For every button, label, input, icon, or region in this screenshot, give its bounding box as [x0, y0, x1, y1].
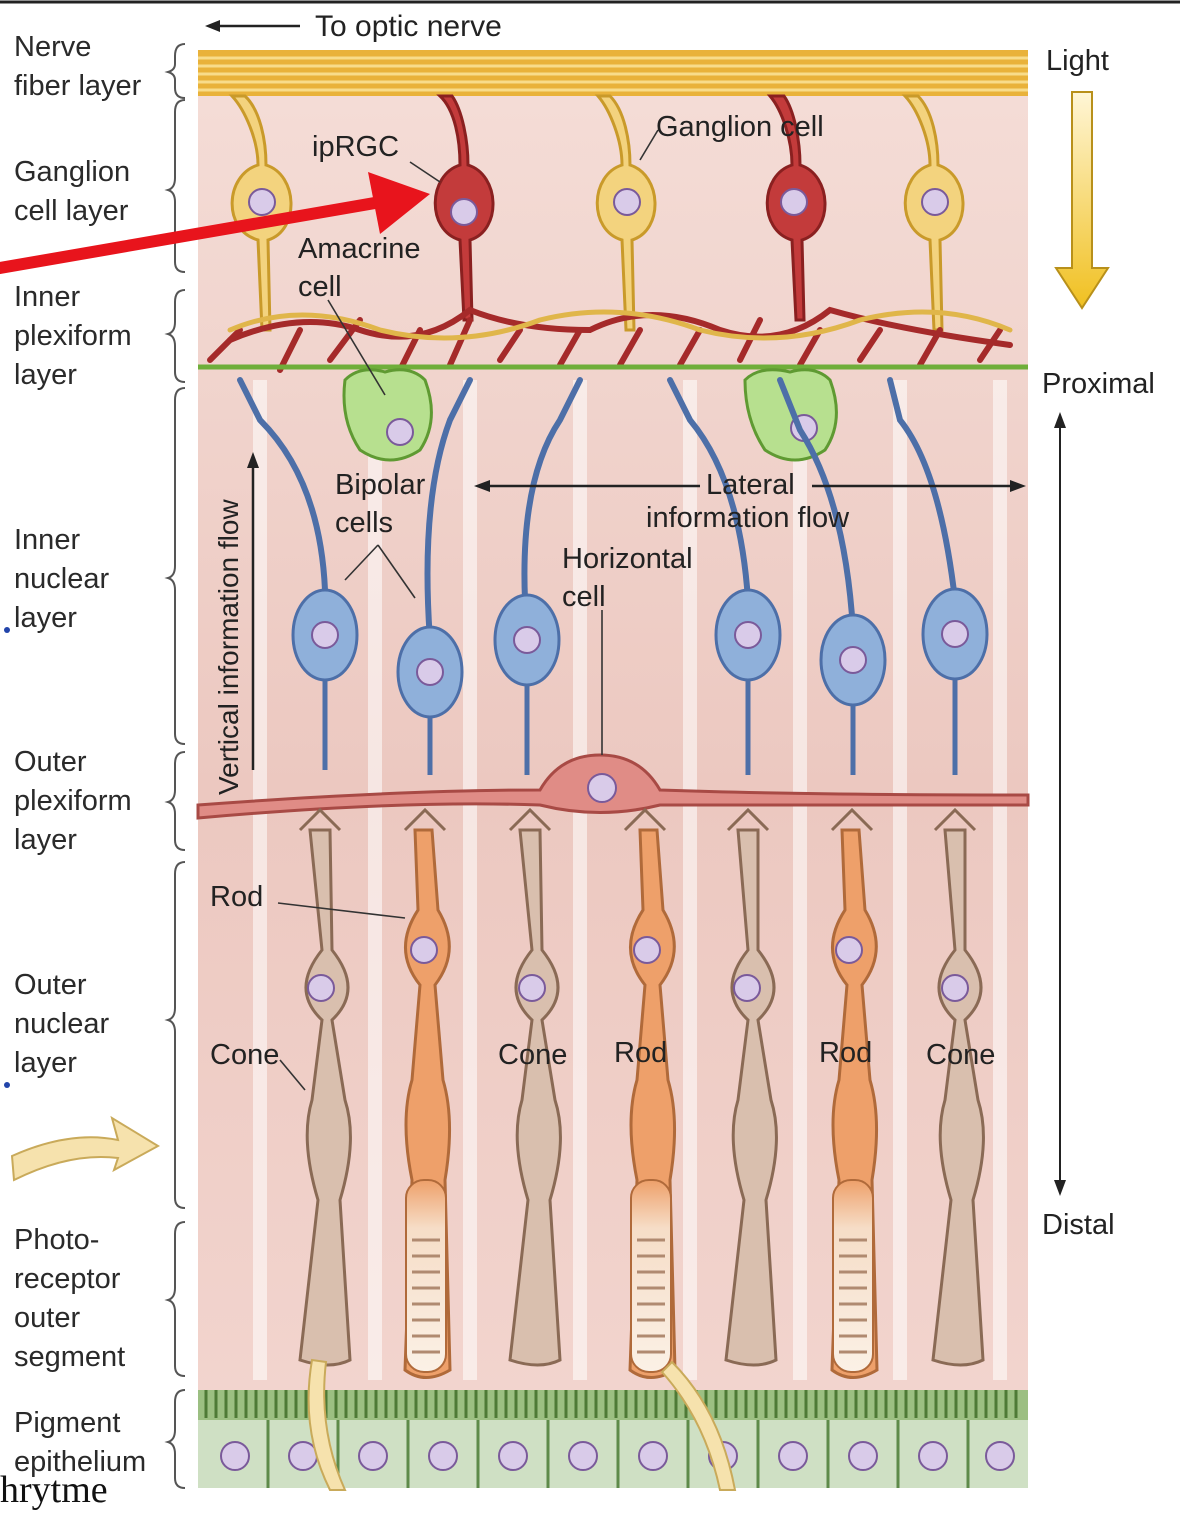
vertical-flow-arrow [247, 452, 259, 770]
pointer-arrow [0, 172, 430, 274]
proximal-distal-axis [1054, 412, 1066, 1196]
light-arrow [1054, 91, 1110, 310]
layer-brackets [164, 43, 186, 1489]
cream-curved-arrow [10, 1115, 161, 1182]
light-paths [307, 1358, 737, 1491]
cone-label: Cone [210, 1039, 279, 1071]
bipolar-label-line2: cells [335, 507, 393, 539]
lateral-label-line2: information flow [646, 502, 850, 534]
photoreceptors [298, 807, 985, 1379]
bipolar-label-line1: Bipolar [335, 469, 426, 501]
photoreceptor-labels: Cone Rod Rod Cone [498, 1037, 995, 1071]
proximal-label: Proximal [1042, 368, 1155, 400]
iprgc-label: ipRGC [312, 131, 399, 163]
vertical-flow-label: Vertical information flow [213, 499, 244, 795]
cropped-text: hrytme [0, 1469, 108, 1511]
nerve-fiber-bundle [198, 50, 1028, 96]
iprgc-cells [433, 94, 827, 322]
edge-dot [4, 627, 10, 633]
bipolar-cells [237, 377, 989, 775]
lateral-label-line1: Lateral [706, 469, 795, 501]
horizontal-label-line2: cell [562, 581, 606, 613]
pr-label-rod: Rod [614, 1037, 667, 1069]
pigment-epithelium [198, 1390, 1028, 1488]
optic-nerve-arrow [205, 20, 300, 32]
horizontal-cell [196, 753, 1030, 820]
horizontal-label-line1: Horizontal [562, 543, 693, 575]
amacrine-label-line2: cell [298, 271, 342, 303]
lateral-flow-arrow [474, 480, 1026, 492]
cell-labels: ipRGC Ganglion cell Amacrine cell Bipola… [210, 111, 850, 1071]
optic-nerve-label: To optic nerve [315, 10, 502, 43]
ganglion-cell-label: Ganglion cell [656, 111, 824, 143]
amacrine-label-line1: Amacrine [298, 233, 421, 265]
edge-dot [4, 1082, 10, 1088]
plexiform-dendrites [207, 306, 1013, 373]
ganglion-cells [228, 94, 965, 332]
amacrine-cells [198, 364, 1028, 462]
rod-label: Rod [210, 881, 263, 913]
leader-lines [277, 129, 659, 1091]
light-label: Light [1046, 45, 1109, 77]
pr-label-cone: Cone [926, 1039, 995, 1071]
distal-label: Distal [1042, 1209, 1115, 1241]
pr-label-cone: Cone [498, 1039, 567, 1071]
ghost-cells [253, 380, 1007, 1380]
pr-label-rod: Rod [819, 1037, 872, 1069]
